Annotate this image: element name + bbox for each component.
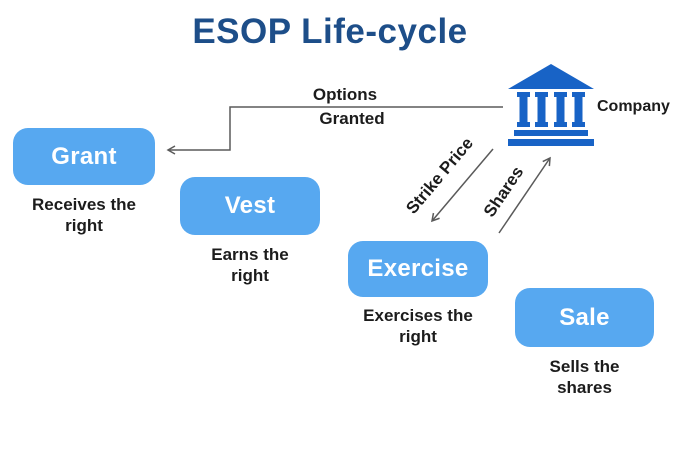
company-label: Company xyxy=(597,98,670,115)
stage-label-grant: Grant xyxy=(51,142,117,170)
options-granted-label-line1: Options xyxy=(312,85,378,104)
caption-line: Earns the xyxy=(211,245,289,264)
stage-caption-sale: Sells the shares xyxy=(515,356,654,398)
options-granted-arrow xyxy=(166,106,503,155)
caption-line: right xyxy=(231,266,269,285)
stage-box-grant: Grant xyxy=(13,128,155,185)
caption-line: right xyxy=(65,216,103,235)
caption-line: right xyxy=(399,327,437,346)
stage-label-exercise: Exercise xyxy=(367,255,469,282)
stage-label-sale: Sale xyxy=(559,303,610,331)
shares-arrow xyxy=(498,156,551,234)
stage-box-vest: Vest xyxy=(180,177,320,235)
caption-line: Sells the xyxy=(549,357,620,376)
stage-caption-exercise: Exercises the right xyxy=(348,305,488,347)
stage-box-exercise: Exercise xyxy=(348,241,488,297)
caption-line: shares xyxy=(557,378,612,397)
strike-price-arrow xyxy=(431,148,494,223)
caption-line: Exercises the xyxy=(363,306,473,325)
caption-line: Receives the xyxy=(32,195,136,214)
stage-caption-grant: Receives the right xyxy=(13,194,155,236)
stage-box-sale: Sale xyxy=(515,288,654,347)
diagram-title: ESOP Life-cycle xyxy=(192,12,468,51)
stage-label-vest: Vest xyxy=(224,192,276,219)
company-bank-icon xyxy=(506,63,596,147)
stage-caption-vest: Earns the right xyxy=(180,244,320,286)
options-granted-label-line2: Granted xyxy=(319,109,385,128)
